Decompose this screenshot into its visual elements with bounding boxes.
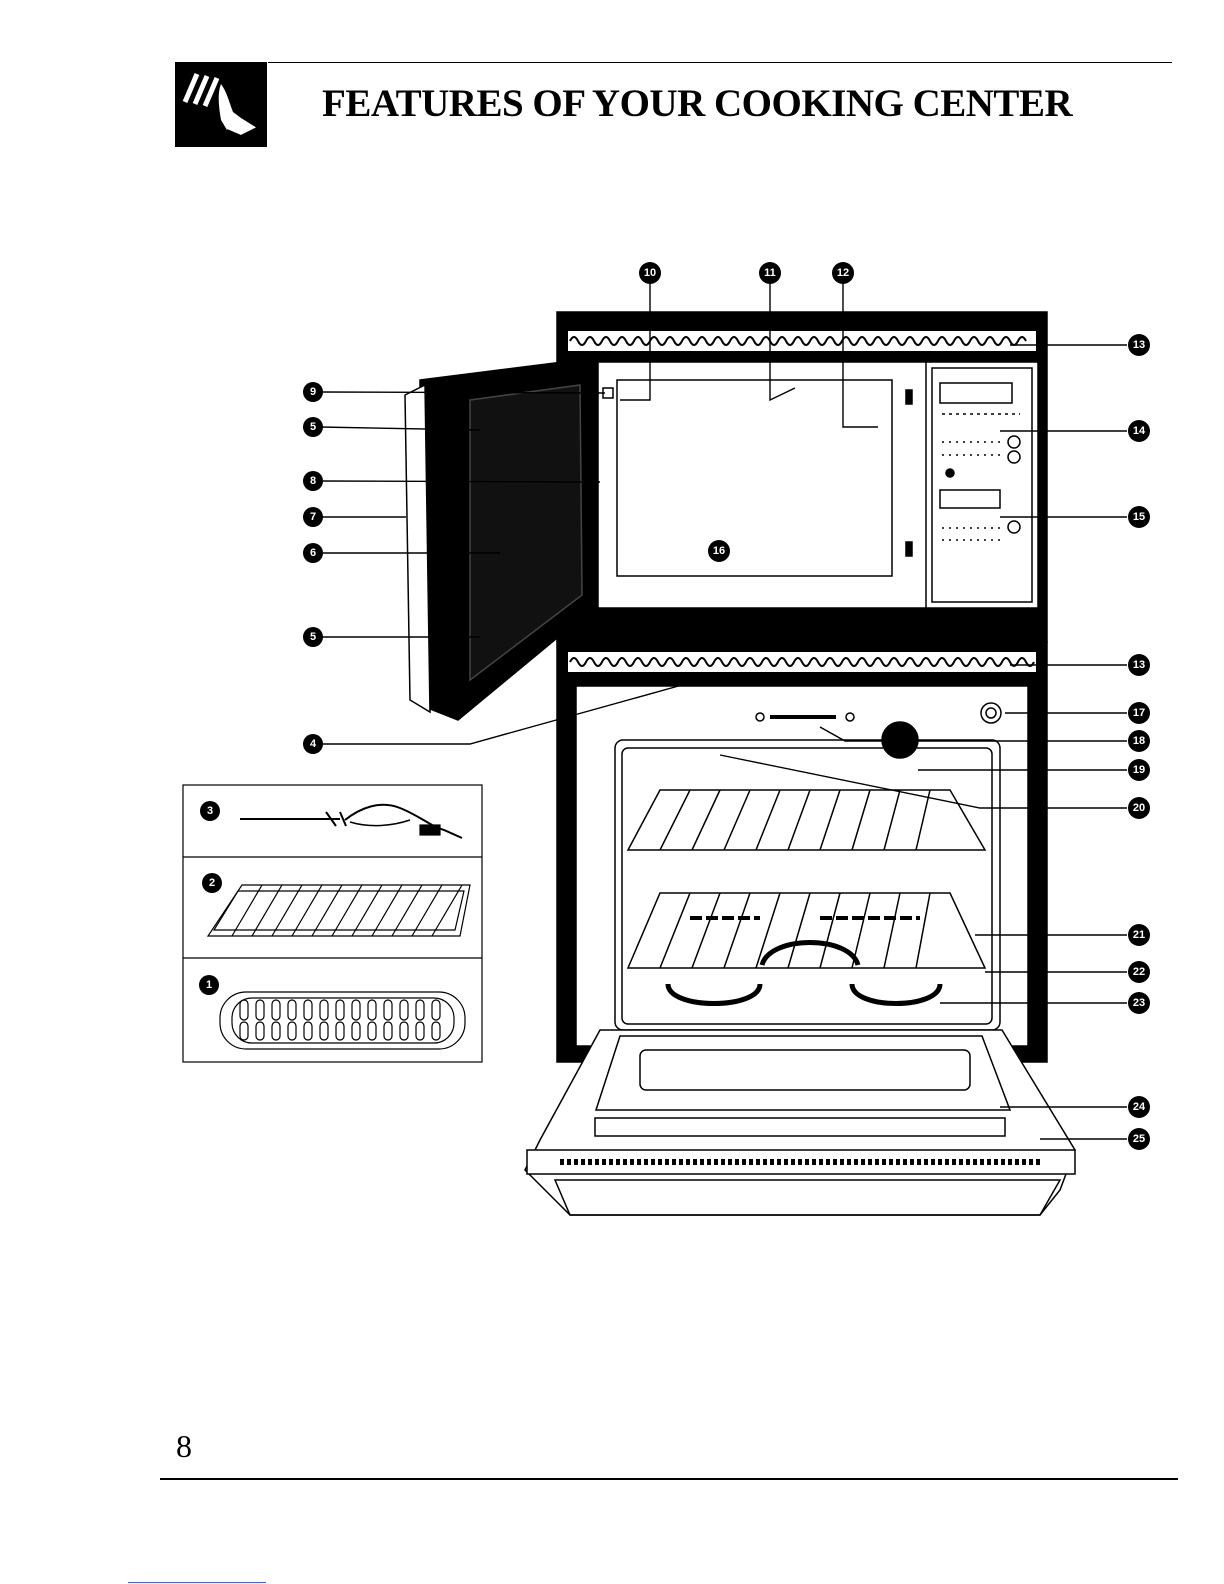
svg-text:6: 6 [310, 547, 316, 559]
callout-11: 11 [759, 262, 781, 284]
footer-rule [160, 1478, 1178, 1480]
callout-6: 6 [303, 543, 323, 563]
svg-text:24: 24 [1133, 1101, 1146, 1113]
svg-text:5: 5 [310, 421, 316, 433]
callout-23: 23 [1128, 992, 1150, 1014]
svg-text:2: 2 [209, 877, 215, 889]
svg-text:14: 14 [1133, 425, 1146, 437]
svg-text:17: 17 [1133, 707, 1145, 719]
svg-text:21: 21 [1133, 929, 1145, 941]
svg-text:19: 19 [1133, 764, 1145, 776]
callout-10: 10 [639, 262, 661, 284]
broiler-pan-illustration [220, 992, 465, 1049]
svg-text:1: 1 [206, 979, 212, 991]
callout-16: 16 [708, 540, 730, 562]
svg-text:15: 15 [1133, 511, 1145, 523]
callout-1: 1 [199, 975, 219, 995]
callout-3: 3 [200, 801, 220, 821]
svg-text:12: 12 [837, 267, 849, 279]
svg-text:11: 11 [764, 267, 776, 279]
callout-22: 22 [1128, 961, 1150, 983]
svg-text:4: 4 [310, 738, 317, 750]
callout-13-upper: 13 [1128, 334, 1150, 356]
svg-text:13: 13 [1133, 659, 1145, 671]
callout-25: 25 [1128, 1128, 1150, 1150]
callout-14: 14 [1128, 420, 1150, 442]
callout-9: 9 [303, 382, 323, 402]
svg-text:10: 10 [644, 267, 656, 279]
callout-12: 12 [832, 262, 854, 284]
accessories-panel [183, 785, 482, 1062]
svg-text:23: 23 [1133, 997, 1145, 1009]
callout-18: 18 [1128, 730, 1150, 752]
svg-text:16: 16 [713, 545, 725, 557]
svg-text:9: 9 [310, 386, 316, 398]
callout-7: 7 [303, 507, 323, 527]
svg-text:7: 7 [310, 511, 316, 523]
page-number: 8 [176, 1430, 192, 1462]
callout-24: 24 [1128, 1096, 1150, 1118]
svg-text:18: 18 [1133, 735, 1145, 747]
svg-text:8: 8 [310, 475, 316, 487]
callout-2: 2 [202, 873, 222, 893]
svg-text:22: 22 [1133, 966, 1145, 978]
callout-8: 8 [303, 471, 323, 491]
callout-4: 4 [303, 734, 323, 754]
callout-21: 21 [1128, 924, 1150, 946]
callout-17: 17 [1128, 702, 1150, 724]
callout-5-lower: 5 [303, 627, 323, 647]
svg-text:13: 13 [1133, 339, 1145, 351]
callout-20: 20 [1128, 797, 1150, 819]
scan-edge-line [128, 1582, 266, 1583]
svg-text:3: 3 [207, 805, 213, 817]
callout-5-upper: 5 [303, 417, 323, 437]
oven-rack-illustration [208, 885, 470, 936]
svg-text:20: 20 [1133, 802, 1145, 814]
svg-text:25: 25 [1133, 1133, 1145, 1145]
lower-oven-unit [525, 642, 1075, 1215]
svg-text:5: 5 [310, 631, 316, 643]
callout-13-lower: 13 [1128, 654, 1150, 676]
callout-15: 15 [1128, 506, 1150, 528]
meat-probe-illustration [240, 805, 462, 838]
callout-19: 19 [1128, 759, 1150, 781]
